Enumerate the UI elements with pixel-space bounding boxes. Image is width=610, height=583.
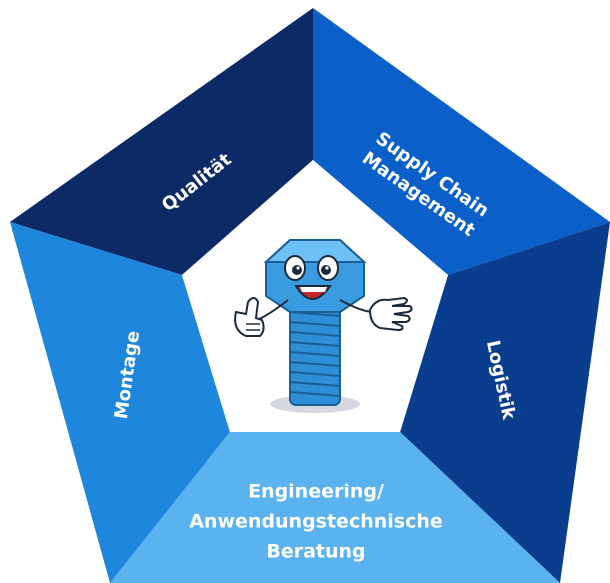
label-engineering-line-3: Beratung (266, 541, 365, 563)
segment-qualitaet (10, 8, 313, 275)
label-engineering: Engineering/ Anwendungstechnische Beratu… (189, 481, 443, 563)
segment-montage (10, 222, 230, 583)
segment-engineering (110, 432, 560, 583)
segment-supply-chain-management (313, 8, 610, 275)
bolt-mascot-icon (234, 239, 413, 413)
label-engineering-line-1: Engineering/ (248, 481, 384, 503)
segment-logistik (400, 222, 610, 583)
label-engineering-line-2: Anwendungstechnische (189, 511, 443, 533)
